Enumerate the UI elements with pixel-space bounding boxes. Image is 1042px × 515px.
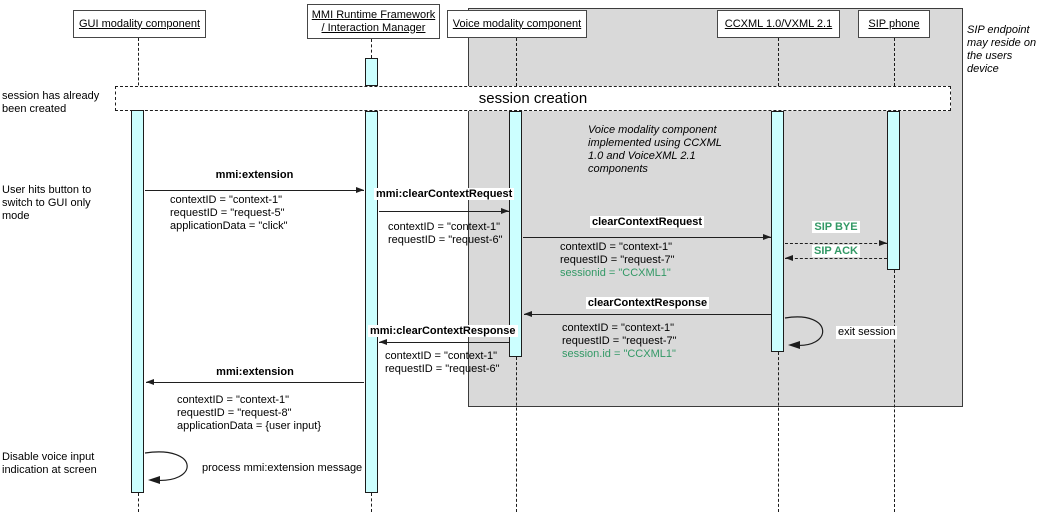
- process-extension-label: process mmi:extension message: [200, 462, 365, 475]
- message-clear-context-request-mmi-params: contextID = "context-1" requestID = "req…: [388, 221, 503, 246]
- message-sip-bye-label: SIP BYE: [812, 221, 860, 233]
- actor-gui-modality: GUI modality component: [73, 10, 206, 38]
- note-voice-implementation: Voice modality component implemented usi…: [588, 124, 722, 175]
- lifeline-sip-lower: [894, 270, 895, 512]
- lifeline-ccxml-lower: [778, 352, 779, 512]
- activation-mmi-small: [365, 58, 378, 86]
- activation-voice: [509, 111, 522, 357]
- message-mmi-clear-context-response-params: contextID = "context-1" requestID = "req…: [385, 350, 500, 375]
- message-clear-context-request-mmi-label: mmi:clearContextRequest: [374, 188, 515, 200]
- message-clear-context-response-label: clearContextResponse: [585, 297, 710, 309]
- message-clear-context-request-mmi-arrow: [379, 208, 509, 214]
- session-creation-band: session creation: [115, 86, 951, 111]
- note-sip-endpoint: SIP endpoint may reside on the users dev…: [967, 24, 1037, 75]
- note-session-created: session has already been created: [2, 90, 100, 115]
- message-clear-context-response-arrow: [524, 311, 771, 317]
- exit-session-label: exit session: [836, 326, 898, 339]
- session-creation-label: session creation: [478, 90, 588, 107]
- lifeline-mmi-upper: [371, 39, 372, 58]
- actor-mmi-label-line2: / Interaction Manager: [321, 21, 426, 34]
- lifeline-sip-upper: [894, 38, 895, 86]
- message-mmi-extension-return-label: mmi:extension: [216, 366, 294, 378]
- activation-ccxml: [771, 111, 784, 352]
- message-mmi-clear-context-response-arrow: [379, 339, 509, 345]
- message-mmi-extension-return-arrow: [146, 379, 364, 385]
- message-mmi-extension-return-params: contextID = "context-1" requestID = "req…: [177, 394, 322, 432]
- note-user-hits-button: User hits button to switch to GUI only m…: [2, 184, 92, 222]
- actor-voice-label: Voice modality component: [452, 17, 582, 30]
- activation-gui: [131, 110, 144, 493]
- lifeline-voice-lower: [516, 357, 517, 512]
- actor-mmi-runtime: MMI Runtime Framework / Interaction Mana…: [307, 4, 440, 39]
- lifeline-gui-upper: [138, 38, 139, 110]
- message-clear-context-request-arrow: [523, 234, 771, 240]
- message-sip-bye-arrow: [785, 240, 887, 246]
- actor-mmi-label-line1: MMI Runtime Framework: [311, 8, 436, 21]
- actor-sip-phone: SIP phone: [858, 10, 930, 38]
- message-mmi-extension-request-params: contextID = "context-1" requestID = "req…: [170, 194, 288, 232]
- voice-subsystem-region: [468, 8, 963, 407]
- self-loop-process-extension: [144, 451, 188, 484]
- activation-sip: [887, 111, 900, 270]
- self-loop-exit-session: [784, 316, 824, 349]
- message-clear-context-request-params: contextID = "context-1" requestID = "req…: [560, 241, 675, 279]
- message-mmi-extension-request-label: mmi:extension: [215, 169, 294, 181]
- actor-gui-label: GUI modality component: [78, 17, 201, 30]
- message-mmi-extension-request-arrow: [145, 187, 364, 193]
- note-disable-voice-input: Disable voice input indication at screen: [2, 451, 97, 476]
- message-mmi-clear-context-response-label: mmi:clearContextResponse: [368, 325, 518, 337]
- lifeline-gui-lower: [138, 493, 139, 512]
- actor-ccxml-label: CCXML 1.0/VXML 2.1: [724, 17, 833, 30]
- lifeline-mmi-lower: [371, 493, 372, 512]
- lifeline-ccxml-upper: [778, 38, 779, 86]
- actor-voice-modality: Voice modality component: [447, 10, 587, 38]
- message-clear-context-response-params: contextID = "context-1" requestID = "req…: [562, 322, 677, 360]
- message-sip-ack-arrow: [785, 255, 887, 261]
- message-clear-context-request-label: clearContextRequest: [589, 216, 705, 228]
- message-sip-ack-label: SIP ACK: [811, 245, 860, 257]
- activation-mmi: [365, 111, 378, 493]
- actor-sip-label: SIP phone: [868, 17, 920, 30]
- actor-ccxml-vxml: CCXML 1.0/VXML 2.1: [717, 10, 840, 38]
- lifeline-voice-upper: [516, 38, 517, 86]
